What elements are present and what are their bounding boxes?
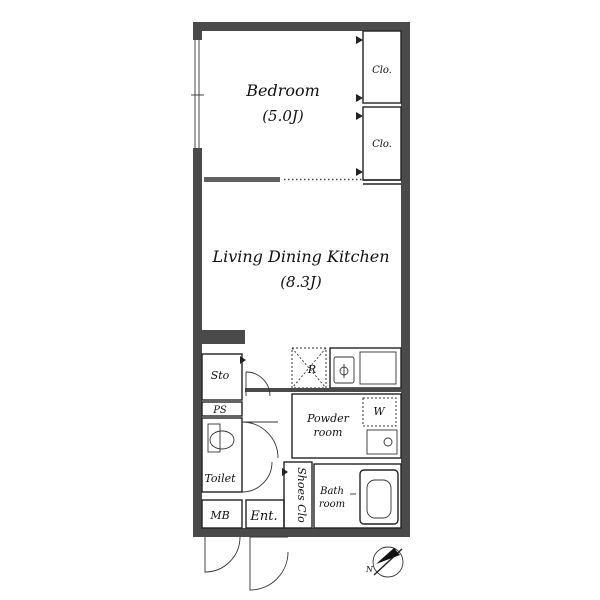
- storage-label: Sto: [211, 369, 230, 382]
- compass: N: [365, 546, 404, 578]
- service-area: [201, 353, 402, 591]
- ldk-size: (8.3J): [280, 273, 322, 291]
- bathroom-label-line2: room: [319, 499, 345, 510]
- bedroom-area: [204, 30, 402, 185]
- shoes-closet-label: Shoes Clo: [295, 467, 308, 523]
- washer-label: W: [373, 405, 386, 418]
- entrance-label: Ent.: [249, 509, 277, 524]
- bedroom-size: (5.0J): [262, 107, 304, 125]
- ldk-area: [291, 347, 402, 389]
- bedroom-label: Bedroom: [245, 81, 320, 100]
- bathroom-label-line1: Bath: [319, 486, 344, 497]
- powder-room-label-line2: room: [314, 426, 343, 439]
- closet-lower-label: Clo.: [372, 139, 392, 150]
- compass-north-label: N: [365, 565, 374, 574]
- refrigerator-label: R: [307, 363, 316, 376]
- powder-room-label-line1: Powder: [306, 412, 350, 425]
- ldk-label: Living Dining Kitchen: [211, 247, 389, 266]
- room-labels: Bedroom (5.0J) Clo. Clo. Living Dining K…: [204, 65, 391, 524]
- exterior-walls: [193, 22, 410, 537]
- toilet-label: Toilet: [204, 472, 236, 485]
- mb-label: MB: [209, 509, 229, 522]
- bedroom-window: [191, 40, 204, 148]
- ps-label: PS: [212, 405, 227, 416]
- closet-upper-label: Clo.: [372, 65, 392, 76]
